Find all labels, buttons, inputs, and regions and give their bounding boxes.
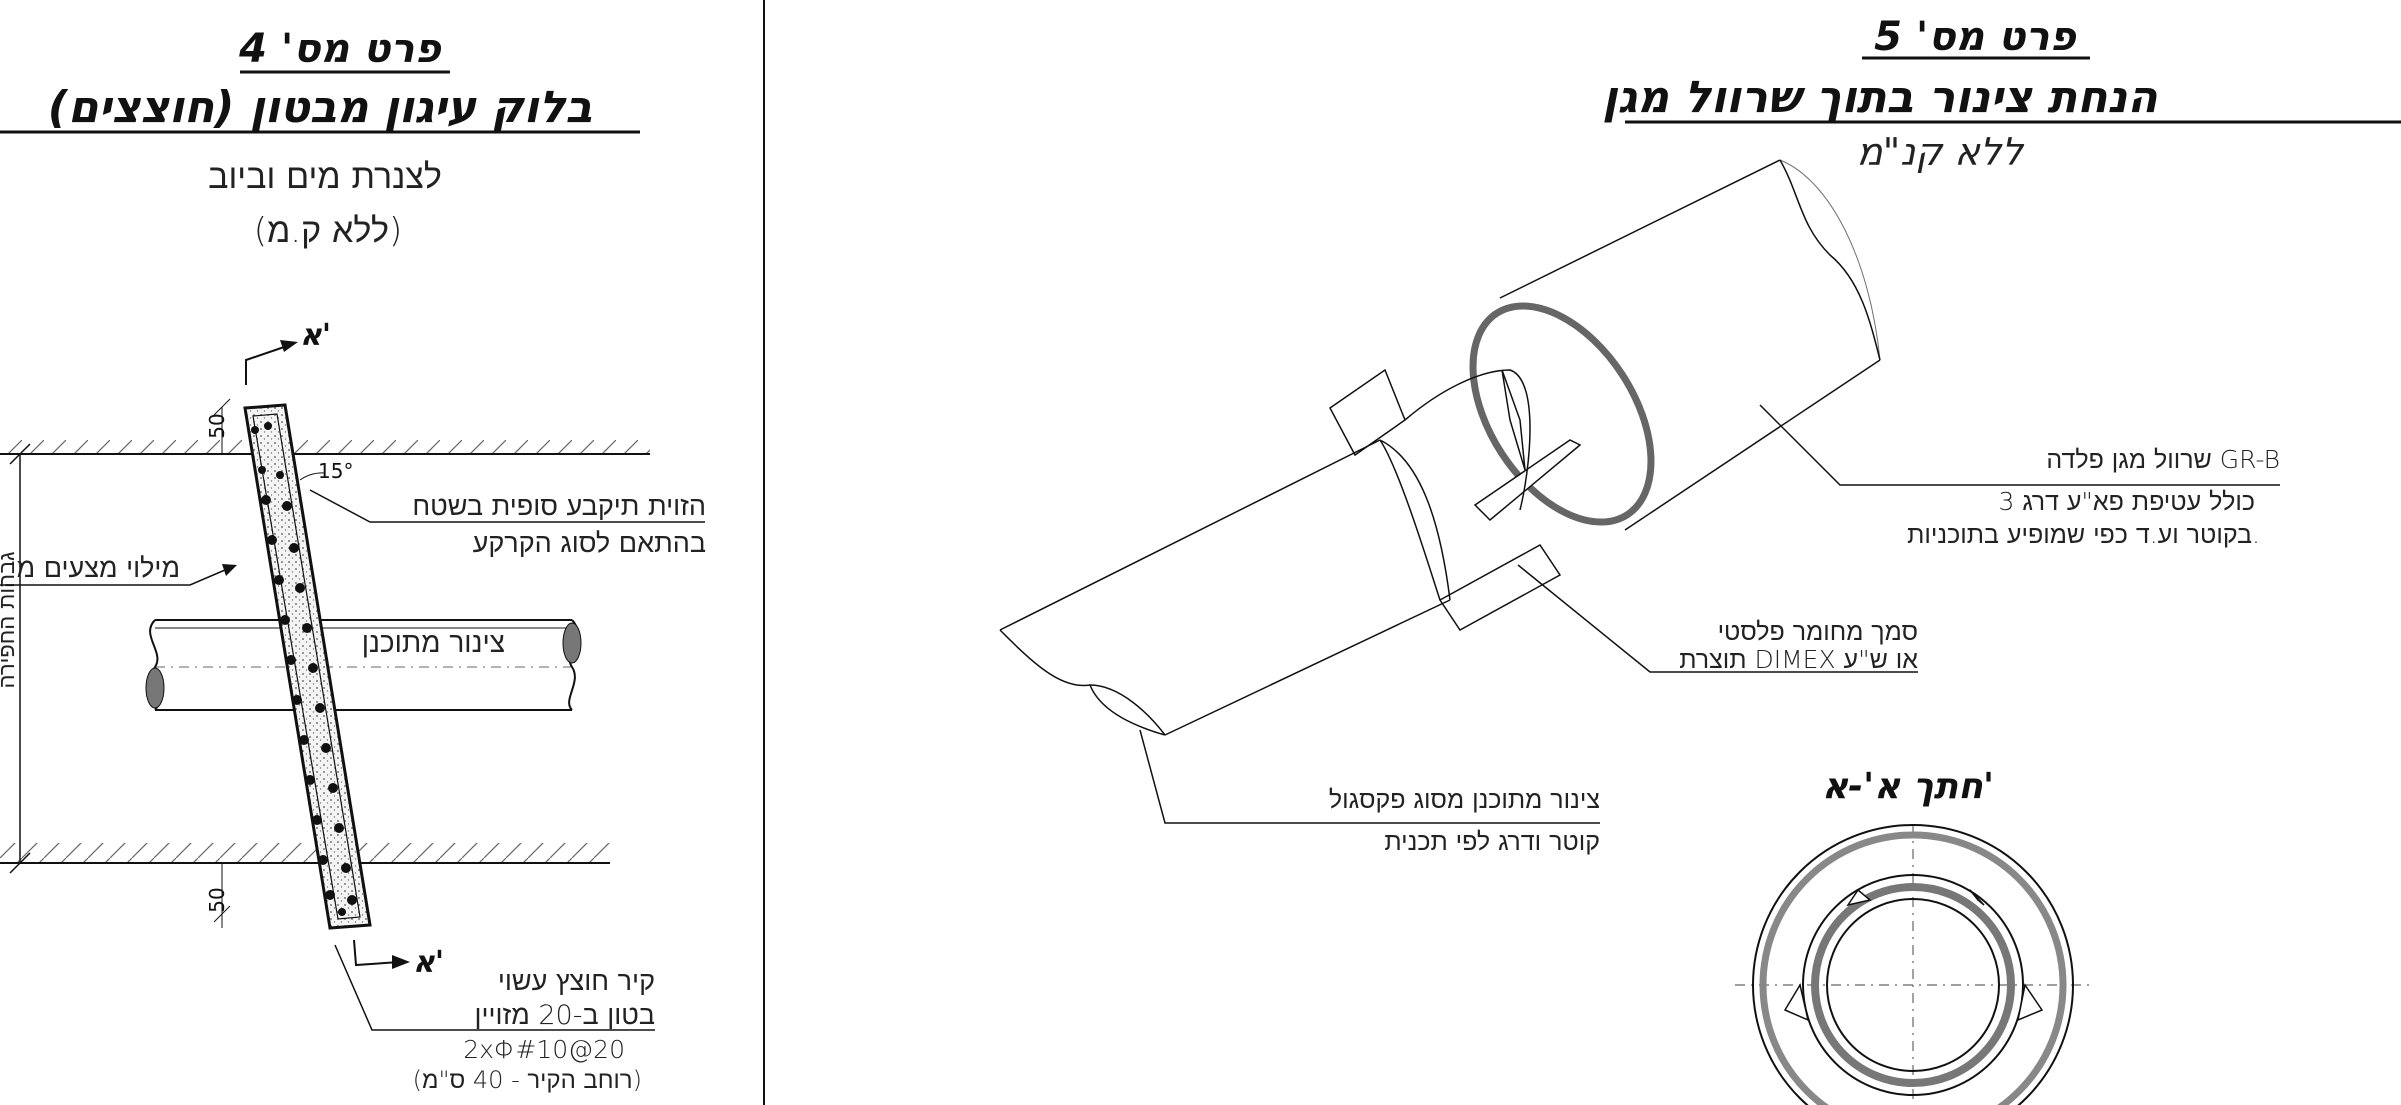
ground-hatch-top bbox=[0, 440, 650, 454]
svg-text:א': א' bbox=[300, 318, 331, 353]
leader-wall bbox=[334, 944, 655, 1031]
label-excavation-height: גבהות החפירה bbox=[0, 552, 20, 689]
detail5-scale: ללא קנ"מ bbox=[1857, 130, 2025, 174]
detail5-title: פרט מס' 5 bbox=[1874, 14, 2077, 60]
label-sleeve-2: כולל עטיפת פא"ע דרג 3 bbox=[1999, 487, 2255, 516]
detail5-subtitle: הנחת צינור בתוך שרוול מגן bbox=[1602, 72, 2157, 123]
concrete-wall bbox=[243, 403, 372, 930]
label-angle-1: הזוית תיקבע סופית בשטח bbox=[412, 491, 706, 522]
detail4-line3: לצנרת מים וביוב bbox=[208, 157, 442, 197]
label-planned-pipe: צינור מתוכנן bbox=[362, 626, 505, 659]
svg-text:א': א' bbox=[413, 945, 444, 980]
ground-hatch-bottom bbox=[0, 843, 610, 863]
leader-angle bbox=[309, 489, 705, 523]
leader-pipe bbox=[1139, 729, 1600, 824]
angle-label: 15° bbox=[318, 459, 353, 483]
label-wall-2: בטון ב-20 מזויין bbox=[474, 1000, 655, 1031]
label-spacer-2: תוצרת DIMEX או ש"ע bbox=[1679, 645, 1918, 674]
label-sleeve-1: שרוול מגן פלדה GR-B bbox=[2046, 445, 2280, 474]
section-a-a-drawing bbox=[1735, 824, 2095, 1105]
section-marker-top: א' bbox=[245, 318, 331, 385]
label-spacer-1: סמך מחומר פלסטי bbox=[1718, 617, 1918, 646]
leader-sleeve bbox=[1759, 404, 2280, 486]
detail-4: פרט מס' 4 בלוק עיגון מבטון (חוצצים) לצנר… bbox=[0, 26, 706, 1094]
label-wall-1: קיר חוצץ עשוי bbox=[498, 966, 655, 997]
label-wall-3: 2xΦ#10@20 bbox=[463, 1035, 625, 1064]
leader-spacer bbox=[1517, 564, 1918, 673]
label-pipe-1: צינור מתוכנן מסוג פקסגול bbox=[1329, 785, 1600, 814]
detail4-title: פרט מס' 4 bbox=[238, 26, 442, 72]
detail-5: פרט מס' 5 הנחת צינור בתוך שרוול מגן ללא … bbox=[999, 14, 2401, 1105]
dim-top-50: 50 bbox=[205, 413, 229, 438]
detail4-scale: (ללא ק.מ) bbox=[254, 211, 403, 251]
sleeve-ring bbox=[1469, 302, 1655, 526]
label-wall-4: (רוחב הקיר - 40 ס"מ) bbox=[413, 1066, 642, 1094]
section-marker-bottom: א' bbox=[353, 939, 444, 980]
label-fill: מילוי מצעים מ bbox=[17, 553, 180, 584]
dim-bottom-50: 50 bbox=[205, 887, 229, 912]
label-sleeve-3: בקוטר וע.ד כפי שמופיע בתוכניות. bbox=[1907, 520, 2260, 549]
detail4-subtitle: בלוק עיגון מבטון (חוצצים) bbox=[48, 82, 592, 133]
planned-pipe bbox=[145, 619, 582, 711]
section-title: חתך א'-א' bbox=[1822, 766, 1994, 807]
label-pipe-2: קוטר ודרג לפי תכנית bbox=[1384, 827, 1600, 856]
label-angle-2: בהתאם לסוג הקרקע bbox=[473, 528, 706, 559]
pipe-in-sleeve-drawing bbox=[999, 159, 1881, 736]
